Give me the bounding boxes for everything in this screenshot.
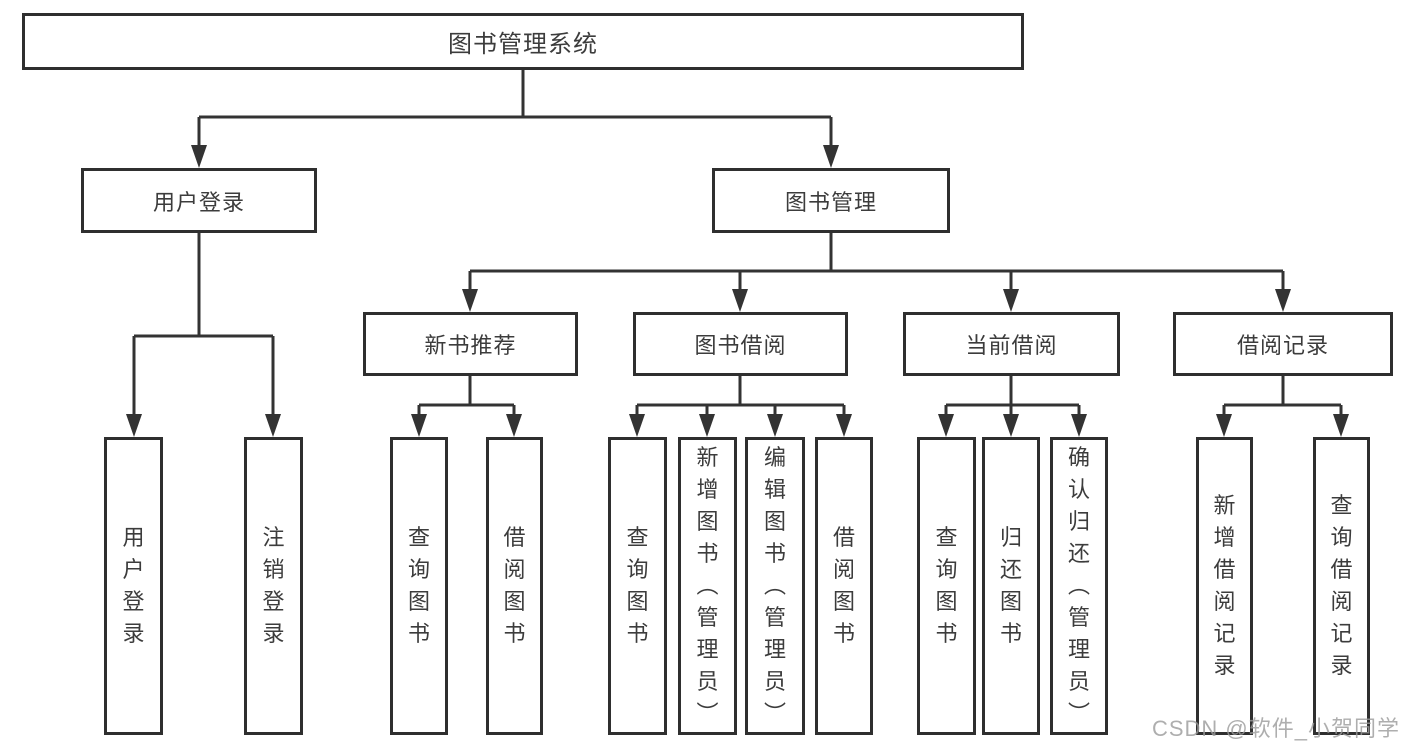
node-library-system: 图书管理系统 (22, 13, 1024, 70)
node-label: 新书推荐 (424, 333, 517, 358)
leaf-current-confirm-return-admin: 确认归还︵管理员︶ (1050, 437, 1108, 735)
leaf-label: 确认归还︵管理员︶ (1067, 445, 1090, 726)
leaf-label: 查询图书 (626, 525, 649, 646)
node-label: 图书借阅 (694, 333, 787, 358)
leaf-label: 注销登录 (262, 525, 285, 646)
node-book-management: 图书管理 (712, 168, 950, 233)
leaf-user-login: 用户登录 (104, 437, 163, 735)
leaf-label: 用户登录 (122, 525, 145, 646)
node-new-book-recommend: 新书推荐 (363, 312, 578, 376)
node-label: 借阅记录 (1236, 333, 1329, 358)
leaf-label: 归还图书 (999, 525, 1022, 646)
leaf-label: 查询图书 (407, 525, 430, 646)
leaf-records-query-record: 查询借阅记录 (1313, 437, 1370, 735)
leaf-label: 查询借阅记录 (1330, 493, 1353, 678)
arrowheads (126, 145, 1349, 437)
csdn-watermark: CSDN @软件_小贺同学 (1151, 716, 1400, 741)
node-label: 用户登录 (152, 189, 245, 215)
node-label: 图书管理 (784, 189, 877, 215)
leaf-label: 借阅图书 (503, 525, 526, 646)
leaf-recommend-borrow-books: 借阅图书 (486, 437, 543, 735)
node-book-borrow: 图书借阅 (633, 312, 848, 376)
node-label: 当前借阅 (965, 333, 1058, 358)
leaf-records-add-record: 新增借阅记录 (1196, 437, 1253, 735)
leaf-label: 新增图书︵管理员︶ (696, 445, 719, 726)
leaf-label: 查询图书 (935, 525, 958, 646)
node-current-borrow: 当前借阅 (903, 312, 1120, 376)
node-label: 图书管理系统 (448, 31, 598, 58)
leaf-borrow-borrow-books: 借阅图书 (815, 437, 873, 735)
leaf-label: 借阅图书 (832, 525, 855, 646)
leaf-label: 新增借阅记录 (1213, 493, 1236, 678)
leaf-borrow-query-books: 查询图书 (608, 437, 667, 735)
leaf-logout: 注销登录 (244, 437, 303, 735)
leaf-borrow-edit-books-admin: 编辑图书︵管理员︶ (745, 437, 805, 735)
leaf-label: 编辑图书︵管理员︶ (763, 445, 786, 726)
leaf-borrow-add-books-admin: 新增图书︵管理员︶ (678, 437, 737, 735)
leaf-current-return-books: 归还图书 (982, 437, 1040, 735)
leaf-recommend-query-books: 查询图书 (390, 437, 448, 735)
node-user-login: 用户登录 (81, 168, 317, 233)
leaf-current-query-books: 查询图书 (917, 437, 976, 735)
node-borrow-records: 借阅记录 (1173, 312, 1393, 376)
